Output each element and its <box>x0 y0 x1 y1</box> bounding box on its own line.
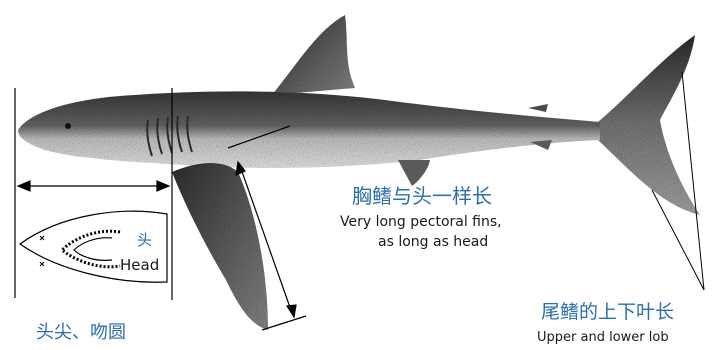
pectoral-fin-label-en-2: as long as head <box>378 234 488 250</box>
caudal-fin <box>598 35 700 215</box>
shark-eye <box>65 123 71 129</box>
tail-label-en: Upper and lower lob <box>537 330 669 345</box>
head-label-en: Head <box>120 256 159 274</box>
pectoral-fin <box>172 163 268 330</box>
shark-body <box>18 91 600 168</box>
pectoral-fin-label-en-1: Very long pectoral fins, <box>340 214 502 230</box>
second-dorsal-fin <box>528 104 548 112</box>
tail-label-cn: 尾鳍的上下叶长 <box>541 297 674 324</box>
dorsal-fin <box>272 15 355 95</box>
snout-label-cn: 头尖、吻圆 <box>36 318 126 344</box>
head-label-cn: 头 <box>137 229 152 250</box>
pectoral-fin-label-cn: 胸鳍与头一样长 <box>352 180 492 209</box>
